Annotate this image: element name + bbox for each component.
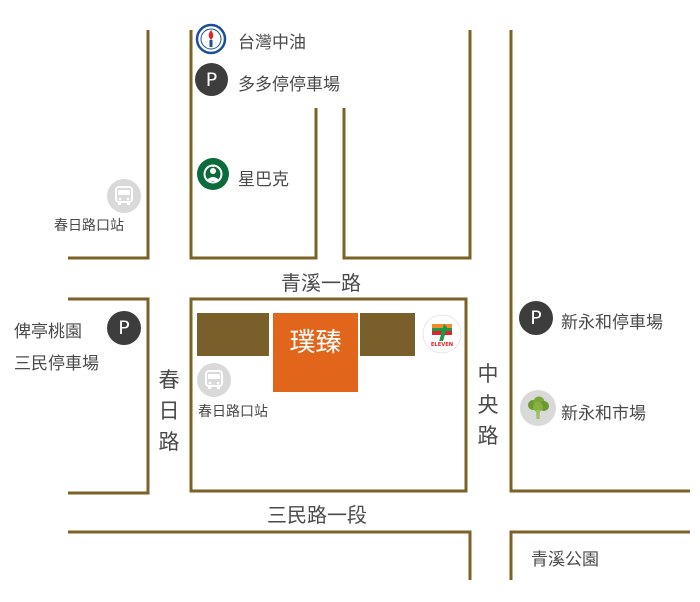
parking-icon: P [205,68,218,91]
bus-stop-icon-outer [107,179,141,213]
street-block-center [189,297,468,493]
building-left [197,313,269,356]
seven-eleven-glyph: ELEVEN [422,314,461,353]
road-chunri-char-2: 日 [158,399,180,423]
cpc-glyph [195,23,227,55]
venue-name: 璞臻 [289,328,342,358]
street-block-left-middle [68,297,150,495]
venue-marker: 璞臻 [273,313,358,392]
bus-stop-outer-label: 春日路口站 [54,218,124,234]
broccoli-glyph [528,396,549,419]
road-zhongyang: 中 央 路 [476,359,500,452]
street-block-top-left [68,30,150,260]
broccoli-icon [520,390,556,426]
starbucks-logo-icon [196,157,230,191]
street-right-vertical [509,30,690,493]
road-zhongyang-char-3: 路 [477,424,499,448]
gas-station-label: 台灣中油 [238,33,306,53]
seven-eleven-logo-icon: ELEVEN [419,311,464,356]
bus-stop-icon-inner [197,363,231,397]
parking-xinyonghe-label: 新永和停車場 [561,313,663,333]
seven-eleven-brand-text: ELEVEN [430,342,452,348]
parking-beiting-label-line2: 三民停車場 [14,354,99,374]
parking-icon: P [118,317,130,339]
parking-duoduo-label: 多多停停車場 [238,75,340,95]
street-block-top-center-left [189,30,318,260]
park-label: 青溪公園 [531,550,599,570]
market-label: 新永和市場 [561,404,646,424]
road-chunri-char-1: 春 [158,368,180,392]
cpc-logo-icon [194,22,228,56]
street-sanmin-lower [68,530,472,580]
starbucks-glyph [197,158,229,190]
road-chunri: 春 日 路 [157,365,181,458]
bus-icon [205,370,223,389]
parking-beiting-label-line1: 俾亭桃園 [14,322,82,342]
road-zhongyang-char-1: 中 [477,362,499,386]
road-sanmin-sec1: 三民路一段 [267,503,367,527]
road-zhongyang-char-2: 央 [477,393,499,417]
parking-badge-duoduo: P [195,63,228,96]
parking-icon: P [530,307,542,329]
building-right [360,313,415,356]
starbucks-label: 星巴克 [238,170,289,190]
parking-badge-xinyonghe: P [519,301,553,335]
street-block-top-center-right [342,30,472,260]
parking-badge-beiting: P [107,311,141,345]
street-park-corner [509,530,690,580]
bus-stop-inner-label: 春日路口站 [198,404,268,420]
road-chunri-char-3: 路 [158,430,180,454]
bus-icon [115,186,133,205]
road-qingxi-1st: 青溪一路 [281,271,361,295]
